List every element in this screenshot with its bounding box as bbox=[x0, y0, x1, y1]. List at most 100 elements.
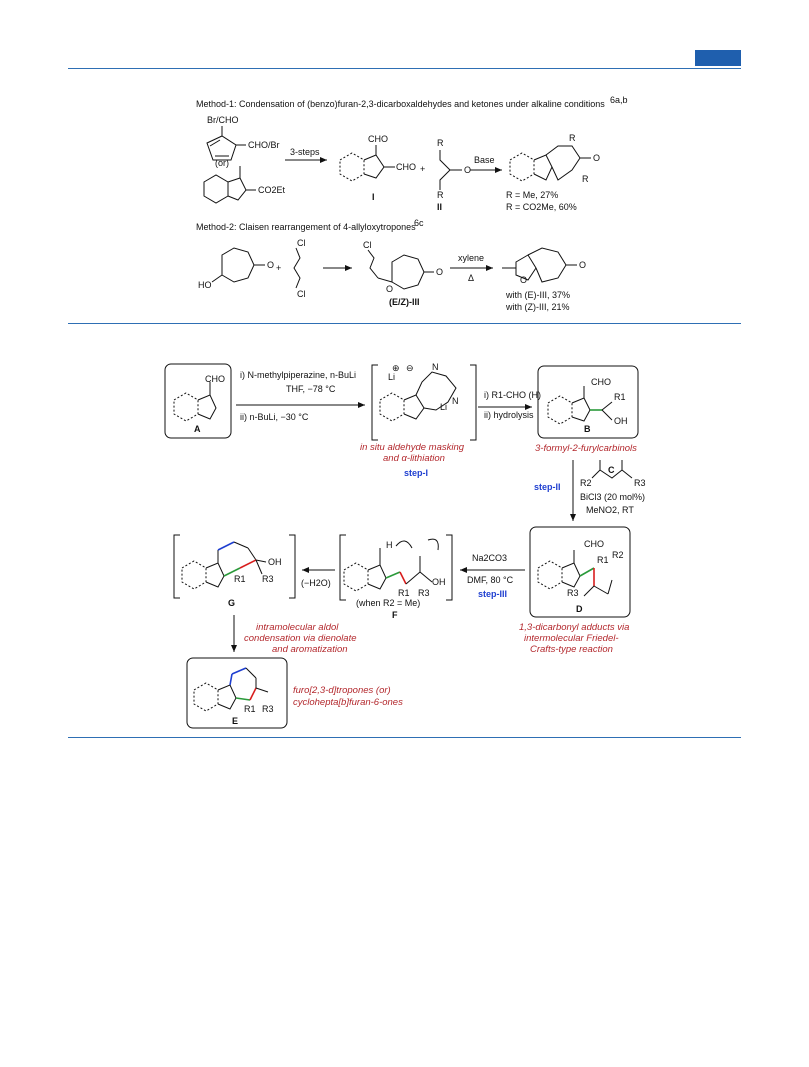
E-name2: cyclohepta[b]furan-6-ones bbox=[293, 697, 403, 708]
yield-Z: with (Z)-III, 21% bbox=[505, 302, 570, 312]
header-tab bbox=[695, 50, 741, 66]
arrow2-label: Base bbox=[474, 155, 495, 165]
or-label: (or) bbox=[215, 158, 229, 168]
step3-reagent2: DMF, 80 °C bbox=[467, 575, 514, 585]
scheme2 bbox=[164, 363, 639, 729]
method1-ref: 6a,b bbox=[610, 95, 628, 105]
F-h: H bbox=[386, 540, 393, 550]
A-cho: CHO bbox=[205, 374, 225, 384]
C-label: C bbox=[608, 465, 615, 475]
arrow3-bottom: Δ bbox=[468, 273, 474, 283]
li-plus: ⊕ bbox=[392, 363, 400, 373]
piperazine-Li: Li bbox=[440, 402, 447, 412]
sm1-sub-b: CHO/Br bbox=[248, 140, 280, 150]
masking-line2: and α-lithiation bbox=[383, 453, 445, 464]
B-label: B bbox=[584, 424, 591, 434]
masking-line1: in situ aldehyde masking bbox=[360, 442, 465, 453]
D-name3: Crafts-type reaction bbox=[530, 644, 613, 655]
label-II: II bbox=[437, 202, 442, 212]
F-r3: R3 bbox=[418, 588, 430, 598]
allyl-Cl-top: Cl bbox=[297, 238, 306, 248]
label-III: (E/Z)-III bbox=[389, 297, 420, 307]
F-note: (when R2 = Me) bbox=[356, 598, 420, 608]
method2-ref: 6c bbox=[414, 218, 424, 228]
sm2-sub: CO2Et bbox=[258, 185, 286, 195]
B-cho: CHO bbox=[591, 377, 611, 387]
A-label: A bbox=[194, 424, 201, 434]
E-name1: furo[2,3-d]tropones (or) bbox=[293, 685, 391, 696]
li-label: Li bbox=[388, 372, 395, 382]
scheme1 bbox=[203, 126, 591, 290]
II-O: O bbox=[464, 165, 471, 175]
scheme1-text: Method-1: Condensation of (benzo)furan-2… bbox=[196, 95, 628, 312]
B-oh: OH bbox=[614, 416, 628, 426]
tropolone-O: O bbox=[267, 260, 274, 270]
G-oh: OH bbox=[268, 557, 282, 567]
D-name2: intermolecular Friedel- bbox=[524, 633, 619, 644]
piperazine-N1: N bbox=[432, 362, 439, 372]
B-r1: R1 bbox=[614, 392, 626, 402]
step2-cond: MeNO2, RT bbox=[586, 505, 634, 515]
step3-label: step-III bbox=[478, 589, 507, 599]
product1-R-bottom: R bbox=[582, 174, 589, 184]
arrow1-label: 3-steps bbox=[290, 147, 320, 157]
yield-E: with (E)-III, 37% bbox=[505, 290, 570, 300]
li-minus: ⊖ bbox=[406, 363, 414, 373]
aldol1: intramolecular aldol bbox=[256, 622, 339, 633]
E-r1: R1 bbox=[244, 704, 256, 714]
product1-O: O bbox=[593, 153, 600, 163]
sm1-sub-a: Br/CHO bbox=[207, 115, 239, 125]
D-r3: R3 bbox=[567, 588, 579, 598]
D-r2: R2 bbox=[612, 550, 624, 560]
F-oh: OH bbox=[432, 577, 446, 587]
product2-O-ring: O bbox=[520, 275, 527, 285]
int-I-cho-side: CHO bbox=[396, 162, 416, 172]
G-label: G bbox=[228, 598, 235, 608]
method1-title: Method-1: Condensation of (benzo)furan-2… bbox=[196, 99, 605, 109]
D-name1: 1,3-dicarbonyl adducts via bbox=[519, 622, 629, 633]
step2-cat: BiCl3 (20 mol%) bbox=[580, 492, 645, 502]
step1-reagent3: ii) n-BuLi, −30 °C bbox=[240, 412, 309, 422]
middle-rule bbox=[68, 323, 741, 324]
III-Cl: Cl bbox=[363, 240, 372, 250]
plus-2: + bbox=[276, 263, 281, 273]
III-O-ether: O bbox=[386, 284, 393, 294]
step2-label: step-II bbox=[534, 482, 561, 492]
D-cho: CHO bbox=[584, 539, 604, 549]
step1-reagent2: THF, −78 °C bbox=[286, 384, 336, 394]
allyl-Cl-bottom: Cl bbox=[297, 289, 306, 299]
to-B-reagent1: i) R1-CHO (H) bbox=[484, 390, 541, 400]
II-R-top: R bbox=[437, 138, 444, 148]
top-rule bbox=[68, 68, 741, 69]
yield-me: R = Me, 27% bbox=[506, 190, 558, 200]
G-r3: R3 bbox=[262, 574, 274, 584]
F-label: F bbox=[392, 610, 398, 620]
product1-R-top: R bbox=[569, 133, 576, 143]
aldol3: and aromatization bbox=[272, 644, 348, 655]
bottom-rule bbox=[68, 737, 741, 738]
arrow3-top: xylene bbox=[458, 253, 484, 263]
C-r2: R2 bbox=[580, 478, 592, 488]
method2-title: Method-2: Claisen rearrangement of 4-all… bbox=[196, 222, 416, 232]
to-B-reagent2: ii) hydrolysis bbox=[484, 410, 534, 420]
product2-O: O bbox=[579, 260, 586, 270]
D-label: D bbox=[576, 604, 583, 614]
F-r1: R1 bbox=[398, 588, 410, 598]
C-r3: R3 bbox=[634, 478, 646, 488]
int-I-cho-top: CHO bbox=[368, 134, 388, 144]
aldol2: condensation via dienolate bbox=[244, 633, 357, 644]
III-O: O bbox=[436, 267, 443, 277]
tropolone-HO: HO bbox=[198, 280, 212, 290]
G-r1: R1 bbox=[234, 574, 246, 584]
step1-reagent1: i) N-methylpiperazine, n-BuLi bbox=[240, 370, 356, 380]
step1-label: step-I bbox=[404, 468, 428, 478]
scheme2-text: CHO A i) N-methylpiperazine, n-BuLi THF,… bbox=[194, 362, 646, 726]
B-name: 3-formyl-2-furylcarbinols bbox=[535, 443, 637, 454]
D-r1: R1 bbox=[597, 555, 609, 565]
plus-1: + bbox=[420, 164, 425, 174]
yield-co2me: R = CO2Me, 60% bbox=[506, 202, 577, 212]
E-label: E bbox=[232, 716, 238, 726]
step3-reagent1: Na2CO3 bbox=[472, 553, 507, 563]
piperazine-N2: N bbox=[452, 396, 459, 406]
label-I: I bbox=[372, 192, 375, 202]
